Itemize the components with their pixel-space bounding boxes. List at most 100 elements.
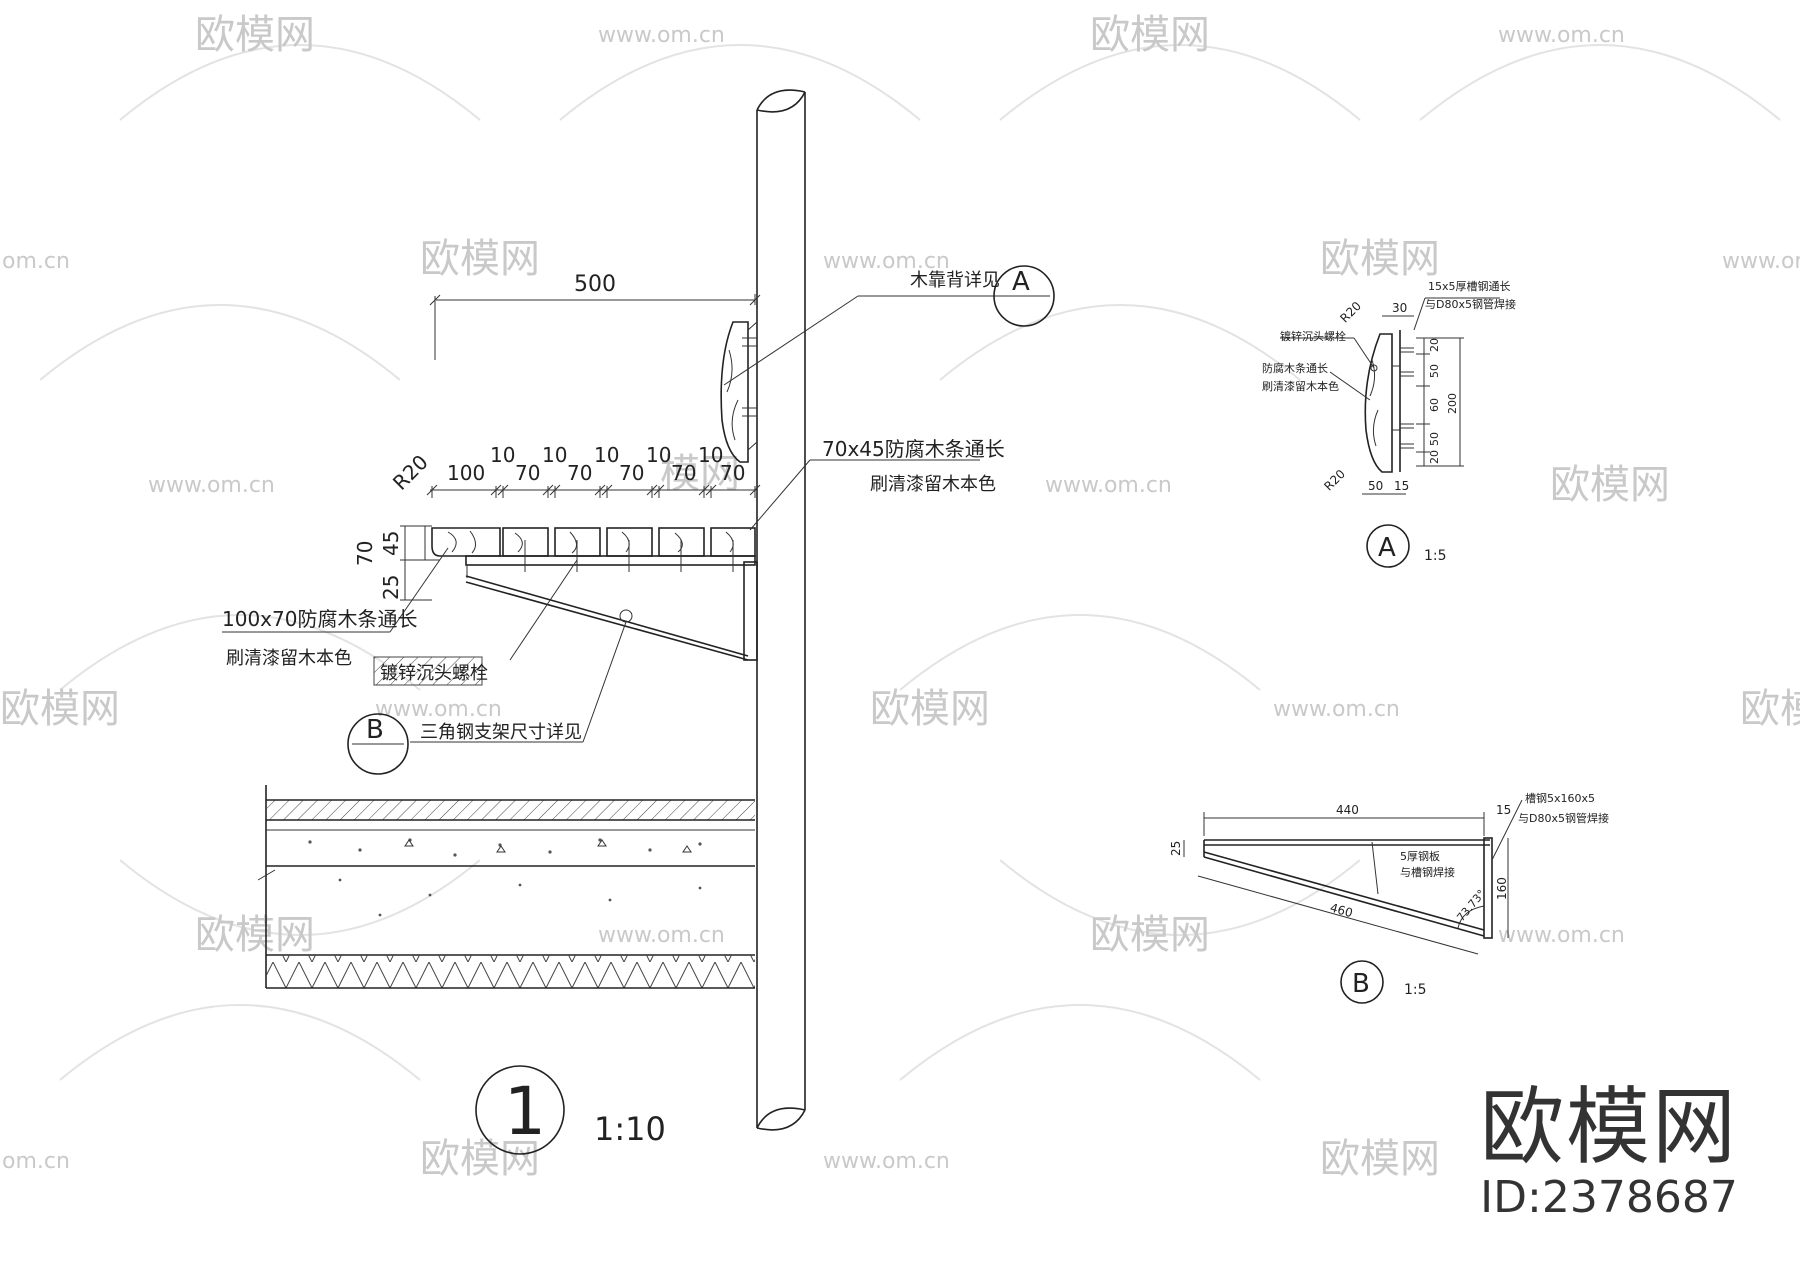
watermark-url: www.om.cn: [1273, 697, 1400, 722]
watermark-url: www.om.cn: [1498, 923, 1625, 948]
note-wood: 防腐木条通长: [1262, 361, 1328, 375]
dimension-label: 15: [1496, 803, 1511, 817]
dimension-label: 10: [490, 443, 515, 467]
dimension-total: 200: [1446, 393, 1459, 414]
dimension-label: 45: [379, 531, 403, 556]
watermark-url: www.om.cn: [598, 23, 725, 48]
note-backrest: 木靠背详见: [910, 270, 1000, 291]
dimension-label: 25: [379, 575, 403, 600]
leader-line: [723, 295, 859, 386]
dimension-label: 100: [447, 461, 485, 485]
dimension-label: 50: [1428, 432, 1441, 446]
watermark-logo: 欧模网: [195, 912, 315, 958]
dimension-label: 10: [542, 443, 567, 467]
detail-a-label: A: [1378, 533, 1396, 563]
brand-stamp: 欧模网 ID:2378687: [1480, 1082, 1738, 1224]
callout-b-circle: [347, 713, 409, 775]
dimension-label: 70: [720, 461, 745, 485]
note-main-slat-finish: 刷清漆留木本色: [226, 648, 352, 669]
leader-line: [389, 547, 449, 633]
callout-a-circle: [993, 265, 1055, 327]
detail-a-circle: [1366, 524, 1410, 568]
dimension-label: 460: [1328, 901, 1354, 921]
watermark-url: www.om.cn: [598, 923, 725, 948]
watermark-logo: 欧模网: [1550, 462, 1670, 508]
note-plate-weld: 与D80x5钢管焊接: [1425, 297, 1516, 311]
watermark-url-fragment: om.cn: [2, 1149, 70, 1174]
watermark-logo-fragment: 模网: [660, 451, 740, 497]
section-number-circle: [475, 1065, 565, 1155]
watermark-arcs: [39, 44, 1781, 1081]
watermark-logo: 欧模网: [420, 236, 540, 282]
watermark-logo: 欧模网: [1090, 912, 1210, 958]
watermark-logo: 欧模网: [0, 686, 120, 732]
dimension-label: 30: [1392, 301, 1407, 315]
watermark-logo: 欧模网: [1090, 12, 1210, 58]
dimension-label: 70: [619, 461, 644, 485]
watermark-url-fragment: om.cn: [2, 249, 70, 274]
note-steel-weld: 与D80x5钢管焊接: [1518, 811, 1609, 825]
detail-b-label: B: [1352, 969, 1370, 999]
dimension-label: 25: [1169, 841, 1183, 856]
wood-backrest: [720, 321, 758, 463]
main-section: 500 木靠背详见 A: [222, 89, 1055, 1155]
dimension-500: 500: [429, 272, 761, 360]
note-slat-finish: 刷清漆留木本色: [870, 474, 996, 495]
detail-b-circle: [1340, 960, 1384, 1004]
dimension-label: 70: [671, 461, 696, 485]
radius-label: R20: [1321, 467, 1348, 494]
callout-a-label: A: [1012, 267, 1030, 297]
dimension-label: 20: [1428, 338, 1441, 352]
brand-id: ID:2378687: [1480, 1172, 1738, 1223]
dimension-label: 20: [1428, 450, 1441, 464]
note-bolt: 镀锌沉头螺栓: [380, 663, 488, 684]
detail-a: 30 R20 R20 15x5厚槽钢通长 与D80x5钢管焊接 镀锌沉头螺栓 防…: [1262, 280, 1516, 568]
callout-b-label: B: [366, 715, 384, 745]
note-bracket: 三角钢支架尺寸详见: [420, 722, 582, 743]
angle-label: 73.73°: [1454, 887, 1488, 924]
dimension-label: 50: [1368, 479, 1383, 493]
watermark-url: www.om.cn: [823, 249, 950, 274]
watermark-url: www.om.cn: [375, 697, 502, 722]
leader-line: [749, 459, 811, 531]
dimension-label: 160: [1495, 877, 1509, 900]
note-plate: 5厚钢板: [1400, 849, 1440, 863]
side-dimensions: 70 45 25: [353, 525, 440, 601]
dimension-label: 70: [515, 461, 540, 485]
brand-name: 欧模网: [1479, 1078, 1738, 1176]
note-wood-finish: 刷清漆留木本色: [1262, 379, 1339, 393]
section-number: 1: [504, 1073, 546, 1150]
detail-b: 440 15 25 460 160 73.73° 槽钢5x160x5 与D80x…: [1169, 792, 1609, 1004]
note-steel: 槽钢5x160x5: [1525, 792, 1595, 805]
watermark-logo: 欧模网: [195, 12, 315, 58]
watermark-logo: 欧模网: [1320, 1136, 1440, 1182]
top-dimension-chain: 100 10 70 10 70 10 70 10 70 10 70 R20: [388, 443, 761, 498]
note-plate: 15x5厚槽钢通长: [1428, 280, 1511, 293]
dimension-label: 70: [567, 461, 592, 485]
dimension-label: 15: [1394, 479, 1409, 493]
watermark-logo: 欧模网: [420, 1136, 540, 1182]
watermark-url: www.om.cn: [1498, 23, 1625, 48]
dimension-label: 500: [574, 272, 616, 297]
watermark-layer: 欧模网 欧模网 欧模网 欧模网 欧模网 欧模网 欧模网 欧模网 欧模网 欧模网 …: [0, 12, 1800, 1182]
steel-bracket: [465, 561, 758, 661]
watermark-url: www.om.cn: [1722, 249, 1800, 274]
ground-layers: [257, 785, 755, 989]
dimension-label: 10: [646, 443, 671, 467]
radius-label: R20: [1337, 299, 1364, 326]
seat-slats: [431, 527, 756, 578]
watermark-url: www.om.cn: [823, 1149, 950, 1174]
dimension-label: 50: [1428, 364, 1441, 378]
bolt-note-highlight: [373, 656, 483, 686]
watermark-url: www.om.cn: [1045, 473, 1172, 498]
watermark-url: www.om.cn: [148, 473, 275, 498]
section-scale: 1:10: [594, 1110, 666, 1148]
watermark-logo: 欧模网: [1740, 686, 1800, 732]
detail-a-scale: 1:5: [1424, 548, 1447, 564]
dimension-label: 60: [1428, 398, 1441, 412]
leader-line: [509, 559, 578, 661]
note-slat-size: 70x45防腐木条通长: [822, 437, 1005, 461]
dimension-label: 10: [594, 443, 619, 467]
